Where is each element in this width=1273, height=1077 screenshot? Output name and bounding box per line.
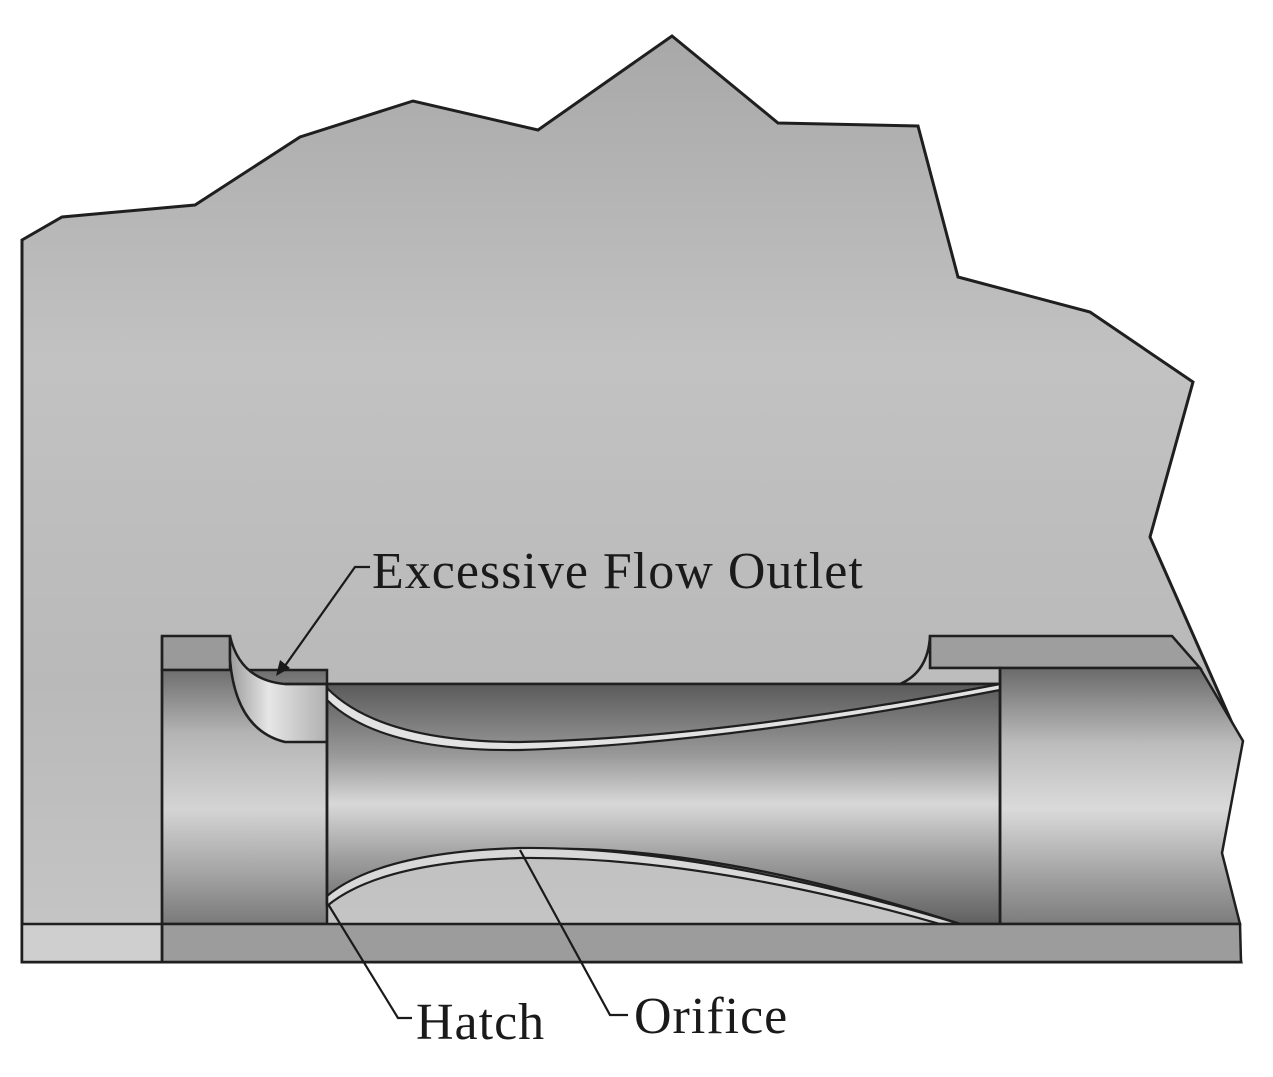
label-hatch: Hatch bbox=[416, 994, 545, 1051]
leader-hatch bbox=[327, 903, 412, 1020]
pipe-top-wall-right bbox=[928, 634, 1203, 670]
pipe-right-section bbox=[998, 666, 1245, 926]
leader-excessive-flow-outlet bbox=[281, 565, 370, 671]
leader-orifice bbox=[519, 849, 628, 1017]
pipe-bottom-wall bbox=[160, 922, 1243, 964]
excessive-flow-outlet-shape bbox=[228, 635, 329, 744]
label-orifice: Orifice bbox=[634, 988, 788, 1045]
housing-bottom-ledge bbox=[20, 922, 164, 964]
arrowhead-excessive-flow-outlet bbox=[276, 660, 290, 676]
label-excessive-flow-outlet: Excessive Flow Outlet bbox=[372, 543, 864, 600]
pipe-top-wall bbox=[160, 634, 232, 672]
